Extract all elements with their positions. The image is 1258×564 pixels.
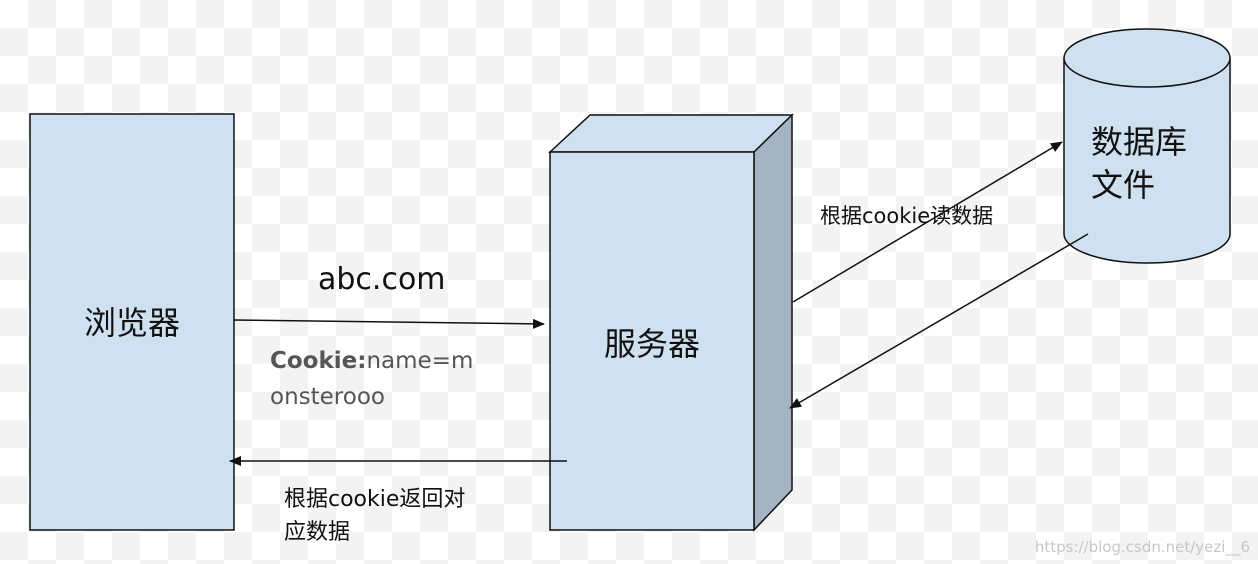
response-label-line1: 根据cookie返回对: [284, 487, 465, 512]
cookie-value-part1: name=m: [366, 348, 473, 374]
browser-node[interactable]: 浏览器: [29, 113, 235, 531]
database-top: [1063, 28, 1231, 88]
server-top-face: [548, 114, 794, 153]
cookie-label-line2: onsterooo: [270, 384, 385, 410]
server-node[interactable]: 服务器: [548, 113, 794, 532]
cookie-key: Cookie:: [270, 348, 366, 374]
database-node[interactable]: 数据库 文件: [1063, 28, 1231, 264]
request-arrow: [233, 318, 545, 329]
database-body: [1063, 58, 1231, 264]
browser-box: [29, 113, 235, 531]
database-label-line2: 文件: [1091, 166, 1155, 204]
response-label-line2: 应数据: [284, 520, 350, 545]
watermark-text: https://blog.csdn.net/yezi__6: [1035, 538, 1250, 557]
server-side-face: [753, 113, 793, 532]
read-arrow: [792, 141, 1063, 303]
browser-label: 浏览器: [84, 304, 180, 342]
db-return-arrow: [789, 233, 1089, 409]
read-label: 根据cookie读数据: [820, 204, 993, 228]
database-label-line1: 数据库: [1091, 123, 1187, 161]
server-front-face: [549, 151, 755, 531]
server-label: 服务器: [604, 325, 700, 363]
cookie-label-line1: Cookie:name=m: [270, 348, 473, 374]
request-url-label: abc.com: [318, 262, 446, 297]
